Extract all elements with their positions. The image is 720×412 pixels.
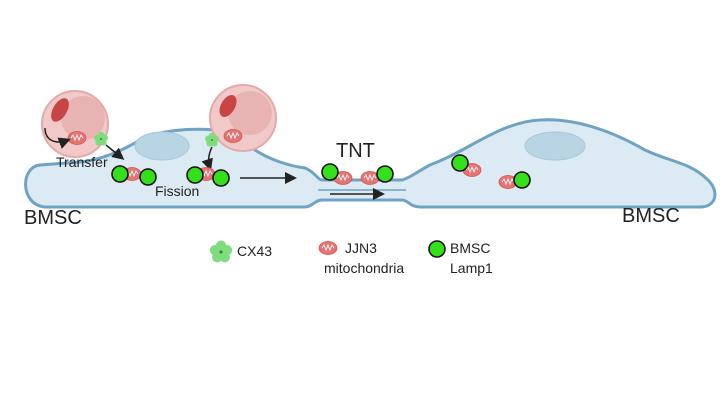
fission-label: Fission xyxy=(155,183,199,199)
tnt-label: TNT xyxy=(336,140,375,162)
lamp1-icon xyxy=(376,165,394,183)
right-nucleus xyxy=(524,131,586,161)
bmsc-right-label: BMSC xyxy=(622,205,680,227)
arrow-icon xyxy=(201,146,213,171)
bmsc-left-label: BMSC xyxy=(24,207,82,229)
legend-mito-label-1: JJN3 xyxy=(345,240,377,256)
myeloma-cell-1 xyxy=(41,90,109,158)
legend: CX43 JJN3 mitochondria BMSC Lamp1 xyxy=(209,240,493,276)
mito-icon xyxy=(223,129,243,143)
legend-lamp-label-1: BMSC xyxy=(450,240,490,256)
legend-lamp1-icon xyxy=(428,240,446,258)
lamp1-icon xyxy=(513,171,531,189)
legend-cx43-label: CX43 xyxy=(237,243,272,259)
legend-cx43-icon xyxy=(209,240,233,263)
lamp1-icon xyxy=(212,169,230,187)
lamp1-icon xyxy=(186,166,204,184)
arrow-icon xyxy=(44,127,71,149)
legend-lamp-label-2: Lamp1 xyxy=(450,260,493,276)
mito-icon xyxy=(67,131,87,145)
lamp1-icon xyxy=(111,165,129,183)
lamp1-icon xyxy=(321,163,339,181)
lamp1-icon xyxy=(139,168,157,186)
arrow-icon xyxy=(105,144,125,160)
left-nucleus xyxy=(134,131,190,161)
myeloma-cell-2 xyxy=(209,84,277,152)
transfer-label: Transfer xyxy=(56,154,108,170)
legend-mito-icon xyxy=(318,241,338,255)
legend-mito-label-2: mitochondria xyxy=(324,260,404,276)
lamp1-icon xyxy=(451,154,469,172)
